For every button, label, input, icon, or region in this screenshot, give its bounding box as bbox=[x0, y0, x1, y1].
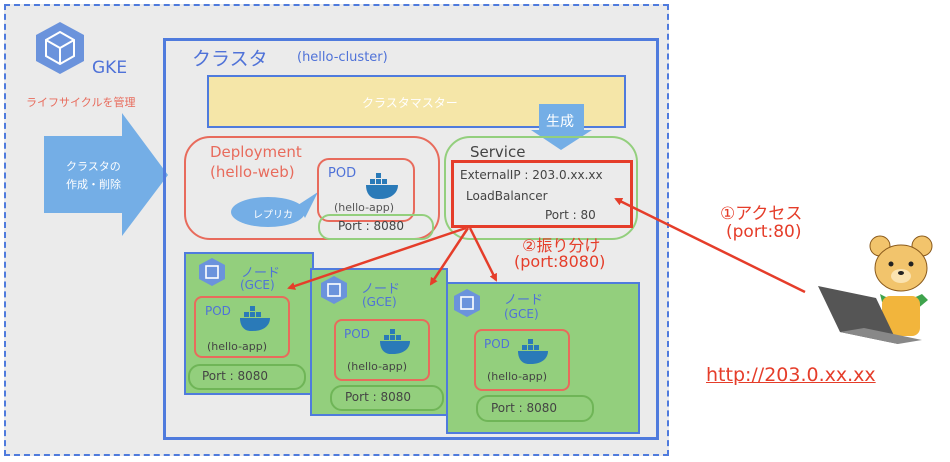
replica-label: レプリカ bbox=[253, 210, 293, 221]
deployment-pod-app: (hello-app) bbox=[334, 201, 395, 214]
node-3-pod-label: POD bbox=[484, 337, 510, 351]
service-box bbox=[451, 160, 633, 228]
cluster-master-label: クラスタマスター bbox=[362, 96, 458, 110]
service-port: Port : 80 bbox=[545, 208, 596, 222]
node-1-pod-label: POD bbox=[205, 304, 231, 318]
access-line1: ①アクセス bbox=[720, 204, 803, 224]
service-outline bbox=[444, 136, 638, 240]
node-1-app: (hello-app) bbox=[207, 340, 268, 353]
distribution-line1: ②振り分け bbox=[522, 236, 601, 255]
node-1-pod bbox=[194, 296, 290, 358]
deployment-pod bbox=[317, 158, 415, 222]
arrow-label-line1: クラスタの bbox=[66, 160, 121, 173]
service-type: LoadBalancer bbox=[466, 189, 548, 203]
node-1-title: ノード bbox=[241, 266, 281, 281]
node-3-sub: (GCE) bbox=[504, 307, 539, 321]
node-1-port-box bbox=[188, 364, 306, 390]
deployment-port: Port : 8080 bbox=[338, 219, 404, 233]
service-external-ip: ExternalIP : 203.0.xx.xx bbox=[460, 168, 603, 182]
deployment-name: (hello-web) bbox=[210, 163, 295, 181]
node-1-sub: (GCE) bbox=[240, 278, 275, 292]
node-2-app: (hello-app) bbox=[347, 360, 408, 373]
node-2-port-box bbox=[330, 385, 444, 411]
arrow-label-line2: 作成・削除 bbox=[66, 178, 121, 191]
service-title: Service bbox=[470, 143, 526, 161]
gke-lifecycle: ライフサイクルを管理 bbox=[26, 96, 136, 109]
node-3-title: ノード bbox=[504, 293, 544, 308]
cluster-name: (hello-cluster) bbox=[297, 50, 388, 65]
node-3-pod bbox=[474, 329, 570, 391]
node-2-pod-label: POD bbox=[344, 327, 370, 341]
deployment-pod-label: POD bbox=[328, 166, 357, 181]
node-2-sub: (GCE) bbox=[362, 295, 397, 309]
node-3-port: Port : 8080 bbox=[491, 401, 557, 415]
node-3-port-box bbox=[476, 395, 594, 422]
gke-title: GKE bbox=[92, 58, 128, 78]
node-1-port: Port : 8080 bbox=[202, 369, 268, 383]
generate-label: 生成 bbox=[546, 114, 574, 130]
cluster-title: クラスタ bbox=[192, 48, 268, 70]
distribution-line2: (port:8080) bbox=[514, 252, 606, 271]
node-2-port: Port : 8080 bbox=[345, 390, 411, 404]
replica-bubble bbox=[231, 197, 305, 227]
node-3-app: (hello-app) bbox=[487, 370, 548, 383]
access-line2: (port:80) bbox=[726, 222, 802, 242]
node-2-pod bbox=[334, 319, 430, 381]
access-url-link[interactable]: http://203.0.xx.xx bbox=[706, 364, 876, 386]
deployment-title: Deployment bbox=[210, 143, 302, 161]
